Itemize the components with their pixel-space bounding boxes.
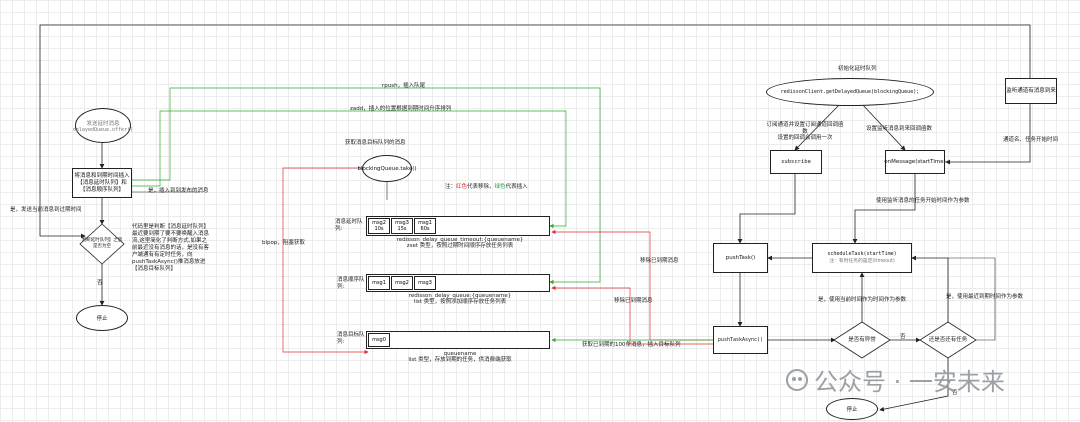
edge-label-no-bottom: 否 (952, 390, 958, 396)
edge-label-remove-2: 移除已到期消息 (614, 298, 653, 304)
edge-label-yes-current-time: 是，使用当前时间作为时间作为参数 (818, 297, 907, 303)
edge-label-zadd: zadd，插入的位置根据到期时间升序排列 (350, 106, 452, 112)
target-cell: msg0 (368, 333, 390, 347)
edge-label-set-listener: 设置监听消息到来回调函数 (866, 126, 933, 132)
target-queue-desc2: list 类型，存放到期的任务，供消费端获取 (408, 357, 512, 363)
edge-label-sub-channel: 订阅通道并设置订阅通道回调函数 设置的回调会调用一次 (766, 122, 844, 141)
schedule-box: scheduleTask(startTime) 注：有时任务的是定(timeou… (812, 243, 912, 273)
schedule-title: scheduleTask(startTime) (827, 251, 897, 257)
edge-init-subscribe (794, 103, 841, 151)
edge-label-remove-1: 移除已到期消息 (640, 258, 679, 264)
pushtask-async-box: pushTaskAsync() (713, 326, 768, 354)
wechat-icon (786, 368, 808, 391)
edge-init-onmessage (861, 103, 906, 151)
note-mid: 代表移除， (467, 184, 495, 190)
order-queue-label: 消息顺序队列: (337, 277, 365, 290)
stop-right: 停止 (826, 398, 878, 420)
subscribe-box: subscribe (770, 150, 822, 174)
edge-monitor-onmessage (945, 104, 1031, 165)
stop-left: 停止 (76, 305, 128, 331)
note-prefix: 注： (445, 184, 457, 190)
order-cell: msg2 (391, 276, 413, 290)
edge-label-no-left: 否 (97, 280, 103, 286)
edge-label-blpop: blpop，阻塞获取 (262, 240, 305, 246)
target-queue-desc1: queuename (443, 351, 477, 357)
edge-rpush (132, 87, 601, 285)
edge-blpop (282, 167, 369, 355)
onmessage-box: onMessage(startTime) (884, 150, 946, 174)
edge-label-no-mid: 否 (900, 334, 906, 340)
edge-label-yes-insert: 是，插入到到发布的消息 (148, 188, 209, 194)
note-green: 绿色 (494, 184, 506, 190)
pushtask-box: pushTask() (713, 243, 768, 273)
edge-more-right (948, 257, 996, 341)
get-label: 获取消息目标队列的消息 (345, 140, 406, 146)
edge-more-schedule (911, 255, 949, 322)
delay-queue-desc1: redisson_delay_queue_timeout:{queuename} (396, 237, 524, 243)
target-queue-box (366, 331, 550, 349)
decision-more-shape (919, 321, 977, 359)
note-suffix: 代表插入 (505, 184, 528, 190)
send-delay-code: delayedQueue.offer() (72, 126, 134, 133)
note-red: 红色 (456, 184, 468, 190)
send-delay-title: 发送延时消息 (86, 120, 120, 127)
edge-label-yes-publish: 是，发送当前消息到过期时间 (10, 207, 82, 213)
order-cell: msg3 (414, 276, 436, 290)
init-ellipse: redissonClient.getDelayedQueue(blockingQ… (766, 78, 934, 106)
edge-remove-delay (551, 229, 715, 341)
order-cell: msg1 (368, 276, 390, 290)
delay-queue-label: 消息延时队列: (335, 219, 363, 232)
delay-cell-time: 15s (397, 226, 407, 232)
code-note: 代码里是判断【消息延时队列】最近要到期了要不要唤醒入消息流,这里简化了判断方式,… (132, 224, 210, 272)
edge-more-stop (879, 358, 949, 412)
watermark-text: 公众号 · 一安未来 (814, 368, 1005, 396)
send-delay-ellipse: 发送延时消息 delayedQueue.offer() (72, 108, 134, 143)
init-label: 初始化延时队列 (838, 66, 877, 72)
schedule-note: 注：有时任务的是定(timeout) (829, 259, 895, 264)
blocking-take-ellipse: blockingQueue.take() (357, 155, 417, 182)
delay-cell-msg: msg3 (395, 220, 409, 226)
edge-remove-order (551, 285, 715, 345)
edge-label-channel-name: 通道名、任务开始时间 (1003, 137, 1059, 143)
order-queue-desc2: list 类型，按照添加顺序存放任务列表 (413, 299, 507, 305)
decision-exception-label: 是否有异常 (848, 337, 876, 343)
delay-cell-msg: msg1 (418, 220, 432, 226)
put-box: 将消息和到期时间插入【消息延时队列】和【消息顺序队列】 (72, 168, 132, 198)
watermark: 公众号 · 一安未来 (786, 362, 1005, 397)
order-queue-desc1: redisson_delay_queue:{queuename} (408, 293, 512, 299)
decision-left-label: 判断延时队列】之后是否为空 (81, 238, 123, 249)
delay-queue-desc2: zset 类型，按照过期时间顺序存放任务列表 (406, 243, 514, 249)
delay-cell-time: 60s (420, 226, 430, 232)
delay-cell-msg: msg2 (372, 220, 386, 226)
edge-label-yes-recent-expire: 是，使用最近到期时间作为参数 (946, 294, 1024, 300)
decision-left-shape (79, 223, 125, 265)
delay-cell-time: 10s (374, 226, 384, 232)
target-queue-label: 消息目标队列: (337, 332, 365, 345)
color-note: 注：红色代表移除，绿色代表插入 (445, 184, 528, 191)
monitor-box: 监听通道有消息到来 (1005, 78, 1057, 104)
edge-label-use-listen-time: 使用监听消息的任务开始时间作为参数 (876, 198, 970, 204)
edge-zadd (132, 110, 567, 229)
edge-label-get-expired: 获取已到期的100条消息，插入目标队列 (582, 342, 681, 348)
edge-label-rpush: rpush，插入队尾 (382, 83, 426, 89)
top-loop-edge (39, 24, 1031, 239)
decision-exception-shape (833, 321, 891, 359)
decision-more-label: 还是否还有任务 (928, 337, 968, 343)
edge-subscribe-pushtask (737, 174, 796, 244)
edge-onmessage-schedule (852, 174, 916, 244)
